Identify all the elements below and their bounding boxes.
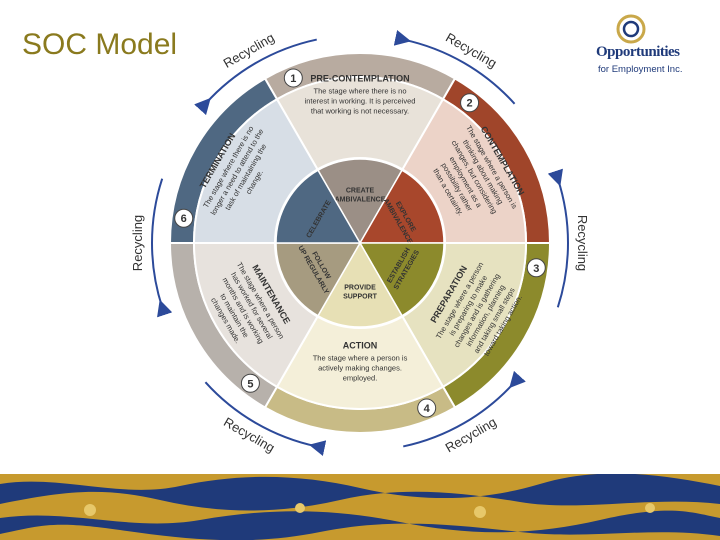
- stage-number: 5: [247, 378, 253, 390]
- logo-subtitle: for Employment Inc.: [598, 64, 683, 75]
- stage-description-line: that working is not necessary.: [311, 107, 409, 116]
- core-label: PROVIDE SUPPORT: [343, 285, 378, 301]
- core-segment: [275, 242, 362, 317]
- stage-text-group: ACTION The stage where a person isactivel…: [313, 341, 408, 383]
- stage-number-badge: 6: [174, 208, 194, 228]
- stage-number: 6: [181, 213, 187, 225]
- logo-emblem-icon: [616, 14, 646, 44]
- core-segment: [316, 241, 404, 328]
- decorative-footer-band: [0, 474, 720, 540]
- stage-text-group: PRE-CONTEMPLATION The stage where there i…: [305, 74, 416, 116]
- stage-description-line: actively making changes.: [318, 364, 402, 373]
- core-action-hub: CREATEAMBIVALENCEEXPLOREAMBIVALENCEESTAB…: [275, 158, 445, 328]
- recycling-label: Recycling: [575, 215, 590, 271]
- stage-panel-action: [275, 315, 445, 410]
- stage-panel-maintenance: [192, 242, 319, 389]
- core-label-line: SUPPORT: [343, 294, 378, 301]
- stage-number-badge: 5: [240, 373, 260, 393]
- stage-panel-contemplation: [401, 97, 528, 244]
- company-logo: Opportunities for Employment Inc.: [596, 14, 708, 80]
- stage-number: 1: [290, 73, 296, 85]
- core-label-line: AMBIVALENCE: [335, 196, 386, 203]
- stage-panel-termination: [192, 97, 319, 244]
- recycling-label: Recycling: [221, 414, 277, 455]
- recycling-label: Recycling: [130, 215, 145, 271]
- stage-number: 4: [424, 403, 431, 415]
- stage-panel-preparation: [401, 242, 528, 389]
- core-segment: [358, 242, 445, 317]
- stage-description-line: The stage where there is no: [314, 87, 407, 96]
- core-segment: [316, 158, 404, 245]
- stage-number-badge: 1: [283, 68, 303, 88]
- recycling-arrow-icon: [547, 168, 569, 308]
- slide-title: SOC Model: [22, 28, 178, 61]
- stage-number-badge: 4: [417, 398, 437, 418]
- stage-description-line: employed.: [343, 374, 378, 383]
- recycling-arrow-icon: [194, 38, 317, 116]
- logo-wordmark: Opportunities: [596, 44, 680, 60]
- recycling-label: Recycling: [443, 414, 499, 455]
- stage-description-line: interest in working. It is perceived: [305, 97, 416, 106]
- stage-number-badge: 2: [460, 93, 480, 113]
- core-label-line: CREATE: [346, 187, 375, 194]
- recycling-arrow-icon: [151, 178, 173, 318]
- stage-description-ring: [192, 76, 528, 410]
- core-label-line: PROVIDE: [344, 285, 376, 292]
- stage-name: PRE-CONTEMPLATION: [310, 74, 409, 84]
- recycling-arrow-icon: [393, 30, 516, 105]
- stage-number-badges: 1 2 3 4 5 6: [174, 68, 546, 418]
- stage-number: 2: [467, 98, 473, 110]
- core-label: CREATE AMBIVALENCE: [335, 187, 386, 203]
- stage-description-line: The stage where a person is: [313, 354, 408, 363]
- core-segment: [358, 169, 445, 244]
- recycling-label: Recycling: [443, 30, 499, 71]
- stage-number: 3: [533, 263, 539, 275]
- recycling-arrow-icon: [403, 370, 526, 448]
- stage-name: ACTION: [343, 341, 378, 351]
- recycling-label: Recycling: [221, 30, 277, 71]
- stage-number-badge: 3: [526, 258, 546, 278]
- core-segment: [275, 169, 362, 244]
- recycling-arrow-icon: [204, 381, 327, 456]
- stage-panel-pre-contemplation: [275, 76, 445, 171]
